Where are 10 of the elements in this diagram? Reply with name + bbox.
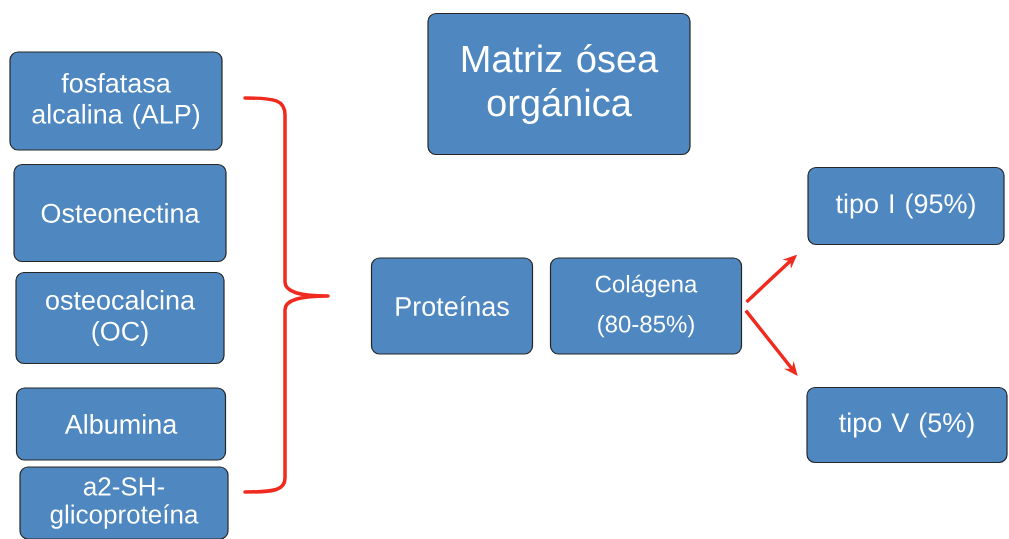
- concept-box: Albumina: [15, 387, 227, 461]
- concept-box: osteocalcina (OC): [15, 271, 225, 365]
- concept-box: Colágena (80-85%): [549, 257, 743, 355]
- concept-box: tipo I (95%): [807, 166, 1005, 246]
- title-box: Matriz ósea orgánica: [427, 12, 691, 156]
- concept-box: fosfatasa alcalina (ALP): [9, 51, 223, 151]
- concept-box: tipo V (5%): [806, 386, 1008, 464]
- concept-box: a2-SH-glicoproteína: [19, 466, 229, 539]
- concept-box: Proteínas: [370, 257, 534, 355]
- concept-box: Osteonectina: [13, 163, 227, 263]
